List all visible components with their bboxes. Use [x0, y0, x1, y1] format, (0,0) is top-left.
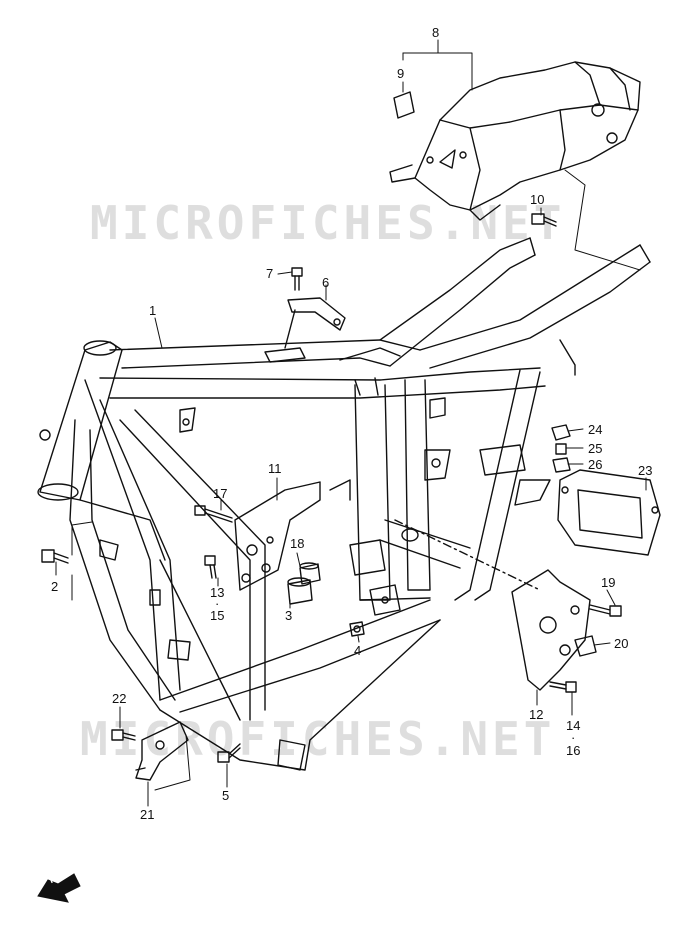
bolt-part-14 [549, 681, 577, 693]
bolt-part-5 [217, 743, 241, 763]
rear-fender [389, 61, 641, 221]
callout-14-16-dot: · [571, 730, 576, 745]
callout-26: 26 [588, 457, 603, 472]
bracket-part-6 [264, 297, 346, 363]
plate-part-12 [511, 569, 591, 691]
callout-7: 7 [266, 266, 274, 281]
collar-part-25 [555, 443, 567, 455]
callout-6: 6 [322, 275, 330, 290]
callout-17: 17 [213, 486, 228, 501]
bolt-part-13 [204, 555, 217, 579]
bolt-part-2 [41, 549, 69, 564]
callout-8: 8 [432, 25, 440, 40]
main-frame [37, 237, 651, 771]
callout-14: 14 [566, 718, 581, 733]
watermark-bottom: MICROFICHES.NET [80, 712, 556, 766]
callout-19: 19 [601, 575, 616, 590]
callout-21: 21 [140, 807, 155, 822]
callout-12: 12 [529, 707, 544, 722]
pad-part-9 [393, 91, 415, 119]
watermark-top: MICROFICHES.NET [90, 196, 566, 250]
callout-22: 22 [112, 691, 127, 706]
callout-4: 4 [354, 643, 362, 658]
bolt-part-17 [194, 505, 233, 523]
callout-24: 24 [588, 422, 603, 437]
callout-16: 16 [566, 743, 581, 758]
callout-1: 1 [149, 303, 157, 318]
callout-11: 11 [268, 461, 282, 476]
callout-10: 10 [530, 192, 545, 207]
fwd-arrow-icon [37, 873, 81, 903]
callout-25: 25 [588, 441, 603, 456]
callout-5: 5 [222, 788, 230, 803]
pivot-axis-line [394, 519, 541, 591]
callout-9: 9 [397, 66, 405, 81]
bolt-part-7 [291, 267, 303, 291]
leader-lines [55, 39, 647, 807]
cap-part-20 [574, 635, 597, 657]
callout-13-15-dot: · [215, 596, 220, 611]
bolt-part-19 [589, 604, 622, 617]
bolt-part-22 [111, 729, 136, 741]
nut-part-26 [552, 457, 571, 473]
callout-20: 20 [614, 636, 629, 651]
bolt-part-24 [551, 424, 571, 441]
bracket-part-21 [135, 721, 189, 781]
bracket-part-23 [557, 469, 661, 556]
callout-15: 15 [210, 608, 225, 623]
callout-18: 18 [290, 536, 305, 551]
collar-part-3 [287, 577, 313, 605]
callout-23: 23 [638, 463, 653, 478]
nut-part-4 [349, 621, 365, 637]
bolt-part-10 [531, 213, 557, 227]
callout-3: 3 [285, 608, 293, 623]
callout-13: 13 [210, 585, 225, 600]
plate-part-11 [234, 481, 321, 591]
callout-2: 2 [51, 579, 59, 594]
